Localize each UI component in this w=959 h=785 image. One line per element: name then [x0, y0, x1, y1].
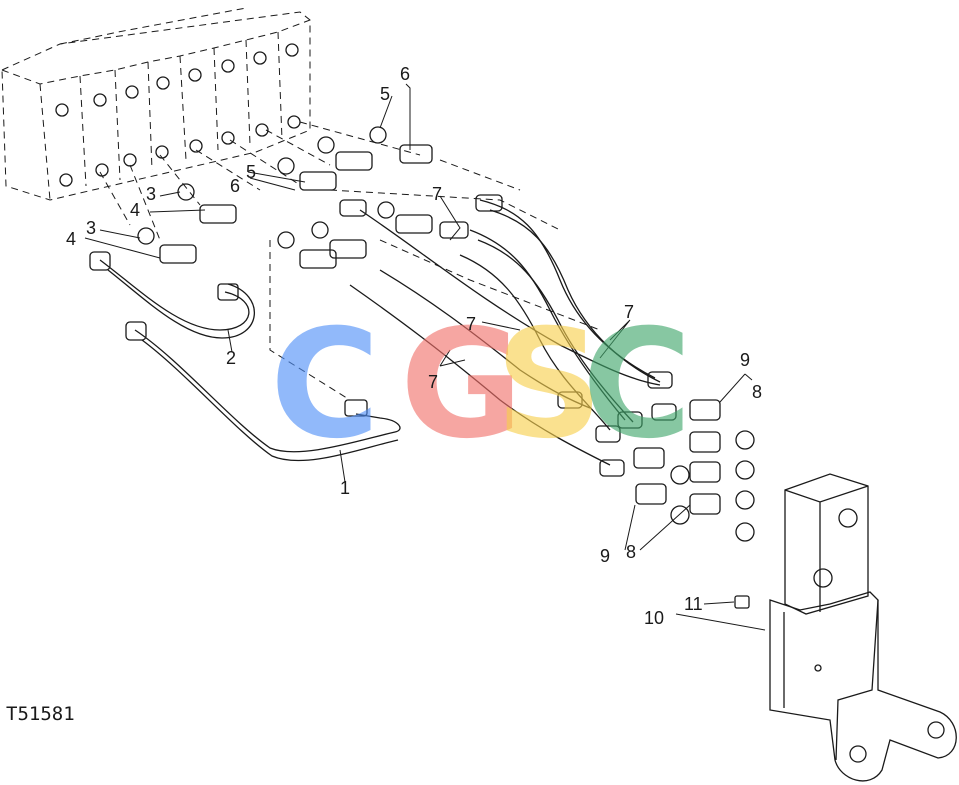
fittings-lower: [557, 371, 755, 542]
callout-5-top: 5: [380, 84, 390, 104]
callout-6-top: 6: [400, 64, 410, 84]
callout-7-right: 7: [624, 302, 634, 322]
callout-labels: 6 5 3 4 5 6 3 4 7 7 7 7 2 1 9 8 9 8 11 1…: [6, 64, 762, 725]
control-valve-block: [1, 7, 311, 201]
callout-3-lower: 3: [86, 218, 96, 238]
callout-4-upper: 4: [130, 200, 140, 220]
callout-leaders: [84, 83, 766, 631]
watermark-letter-s: S: [495, 298, 603, 472]
callout-10: 10: [644, 608, 664, 628]
callout-2: 2: [226, 348, 236, 368]
tube-2: [89, 251, 255, 339]
mounting-bracket: [734, 473, 957, 782]
callout-7-mid: 7: [466, 314, 476, 334]
watermark-letter-g: G: [400, 298, 523, 472]
callout-7-lower: 7: [428, 372, 438, 392]
watermark: C G S C: [270, 298, 692, 472]
tube-bundle-7: [349, 199, 661, 466]
callout-5-mid: 5: [246, 162, 256, 182]
callout-11: 11: [684, 594, 703, 614]
callout-7-upper: 7: [432, 184, 442, 204]
callout-8-lower: 8: [626, 542, 636, 562]
alignment-leaders: [99, 121, 601, 401]
figure-code: T51581: [6, 703, 75, 725]
tube-1: [125, 321, 401, 462]
callout-9-lower: 9: [600, 546, 610, 566]
callout-6-mid: 6: [230, 176, 240, 196]
callout-9-upper: 9: [740, 350, 750, 370]
watermark-letter-c1: C: [270, 298, 380, 472]
watermark-letter-c2: C: [582, 298, 692, 472]
callout-3-upper: 3: [146, 184, 156, 204]
valve-ports: [55, 43, 301, 187]
callout-1: 1: [340, 478, 350, 498]
fittings-upper: [137, 126, 503, 269]
callout-8-upper: 8: [752, 382, 762, 402]
callout-4-lower: 4: [66, 229, 76, 249]
